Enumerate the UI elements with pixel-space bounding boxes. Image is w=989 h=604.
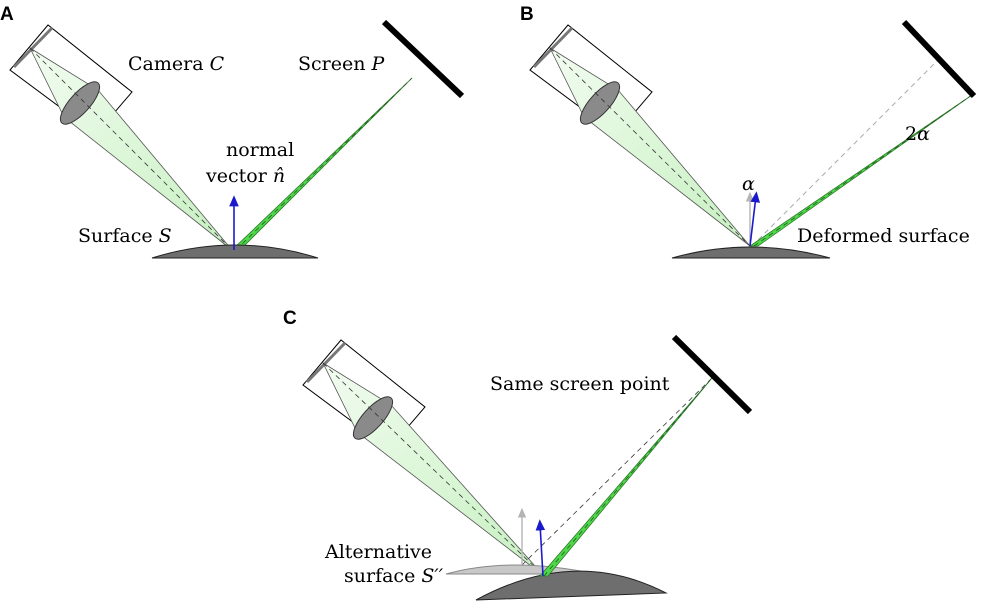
original-reflection-ghost xyxy=(751,57,941,247)
normal-vector-label-line1: normal xyxy=(226,139,294,161)
same-screen-point-label: Same screen point xyxy=(490,373,670,395)
reflected-beam xyxy=(231,77,413,251)
screen xyxy=(901,19,977,99)
normal-vector xyxy=(535,519,546,577)
reflected-ray-center xyxy=(753,94,973,247)
alpha-label: α xyxy=(742,173,755,195)
camera-sensor xyxy=(305,341,347,384)
surface-label: Surface S xyxy=(78,225,172,247)
reflected-beam xyxy=(539,377,713,577)
camera-lens xyxy=(352,396,394,440)
panel-a: A Camera C Screen P normal vector n̂ Sur… xyxy=(0,4,465,259)
optical-axis xyxy=(322,362,545,577)
deformed-surface-label: Deformed surface xyxy=(797,225,970,247)
camera-sensor xyxy=(12,26,54,69)
optical-axis xyxy=(549,47,751,247)
alternative-surface xyxy=(475,570,668,601)
camera-lens xyxy=(579,81,621,125)
panel-b-letter: B xyxy=(520,4,534,25)
original-ray-dashed xyxy=(521,377,713,566)
panel-b: B α 2α Deformed surface xyxy=(520,4,977,259)
reflected-beam xyxy=(748,94,973,247)
camera-sensor xyxy=(532,26,574,69)
panel-c: C Same screen point Alternative surface … xyxy=(283,308,753,601)
two-alpha-label: 2α xyxy=(905,123,930,145)
normal-vector-label-line2: vector n̂ xyxy=(205,165,285,187)
panel-a-letter: A xyxy=(0,4,14,25)
screen-label: Screen P xyxy=(298,53,386,75)
screen xyxy=(381,19,465,99)
camera-lens xyxy=(59,81,101,125)
reflected-ray-center xyxy=(543,377,713,577)
deformed-surface xyxy=(671,246,831,259)
panel-c-letter: C xyxy=(283,308,297,329)
camera-label: Camera C xyxy=(128,53,225,75)
alternative-surface-label-line1: Alternative xyxy=(324,541,432,563)
alternative-surface-label-line2: surface S′′ xyxy=(344,565,444,587)
surface xyxy=(151,244,319,259)
normal-vector xyxy=(749,191,761,247)
optical-axis xyxy=(29,47,233,251)
screen xyxy=(671,334,753,415)
